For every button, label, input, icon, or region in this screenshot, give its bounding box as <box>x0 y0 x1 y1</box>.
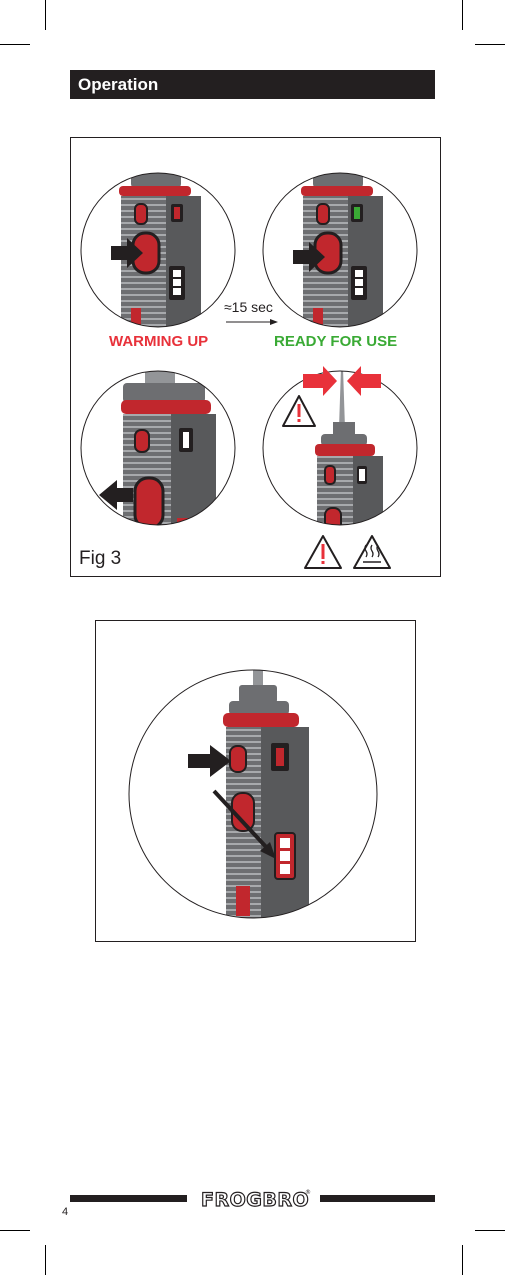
crop-mark <box>45 1245 46 1275</box>
brand-wordmark: FROGBRO <box>201 1189 309 1210</box>
battery-circle <box>223 661 309 927</box>
crop-mark <box>475 1230 505 1231</box>
ready-circle <box>301 148 383 338</box>
warning-triangle-icon <box>283 396 315 426</box>
figure-label: Fig 3 <box>79 548 121 570</box>
battery-figure-frame <box>95 620 416 942</box>
figure-3-illustration <box>71 138 440 576</box>
crop-mark <box>0 44 30 45</box>
crop-mark <box>462 0 463 30</box>
crop-mark <box>45 0 46 30</box>
hot-surface-icon <box>354 536 390 568</box>
release-circle <box>121 368 216 544</box>
crop-mark <box>475 44 505 45</box>
ready-for-use-label: READY FOR USE <box>274 333 397 350</box>
figure-3-frame: ≈15 sec WARMING UP READY FOR USE Fig 3 <box>70 137 441 577</box>
footer-rule-right <box>320 1195 435 1202</box>
time-label: ≈15 sec <box>224 299 273 315</box>
crop-mark <box>0 1230 30 1231</box>
warning-triangle-icon <box>305 536 341 568</box>
warming-up-label: WARMING UP <box>109 333 208 350</box>
brand-logo: FROGBRO ® <box>199 1186 311 1210</box>
section-title: Operation <box>78 75 158 95</box>
section-header: Operation <box>70 70 435 99</box>
battery-indicator-illustration <box>96 621 415 941</box>
crop-mark <box>462 1245 463 1275</box>
svg-text:®: ® <box>305 1189 311 1196</box>
page-number: 4 <box>62 1206 68 1218</box>
footer-rule-left <box>70 1195 187 1202</box>
